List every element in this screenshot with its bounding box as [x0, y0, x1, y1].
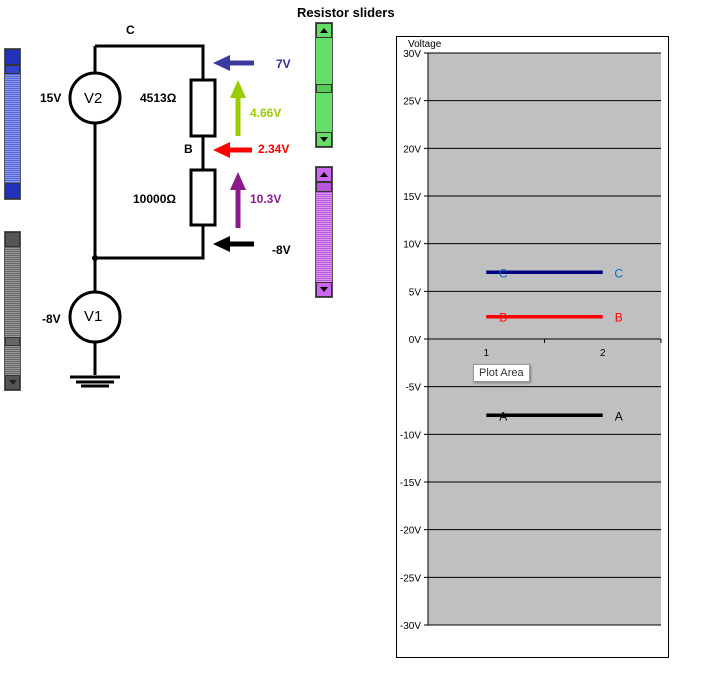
chart-y-axis-title: Voltage — [408, 39, 442, 50]
series-point-label: B — [499, 311, 507, 325]
r2-slider-thumb[interactable] — [316, 182, 332, 192]
resistor-r1 — [189, 78, 217, 138]
y-tick-label: 25V — [403, 97, 421, 108]
v1-slider-down-button[interactable] — [5, 375, 20, 390]
ground-icon — [70, 375, 120, 388]
y-tick-label: 10V — [403, 240, 421, 251]
node-c-label: C — [126, 23, 135, 37]
v1-slider-down-arrow-icon — [8, 380, 17, 385]
v1-slider[interactable] — [4, 231, 21, 391]
v1-name: V1 — [84, 308, 103, 325]
r2-slider[interactable] — [315, 166, 333, 298]
node-b-arrow-icon — [213, 142, 252, 158]
node-c-voltage: 7V — [276, 57, 291, 71]
series-point-label: A — [499, 409, 507, 423]
r2-drop-voltage: 10.3V — [250, 192, 282, 206]
r1-drop-voltage: 4.66V — [250, 106, 282, 120]
r2-slider-down-button[interactable] — [316, 282, 332, 297]
y-tick-label: -10V — [400, 430, 421, 441]
node-b-label: B — [184, 142, 193, 156]
y-tick-label: 5V — [409, 287, 422, 298]
wire-top — [95, 44, 205, 80]
y-tick-label: 15V — [403, 192, 421, 203]
series-end-label: C — [614, 266, 623, 280]
r1-drop-arrow-icon — [230, 80, 246, 136]
r1-slider-down-button[interactable] — [316, 132, 332, 147]
series-point-label: C — [499, 266, 508, 280]
junction-dot — [92, 255, 98, 261]
resistor-r2 — [189, 168, 217, 227]
r2-value: 10000Ω — [133, 192, 176, 206]
node-a-arrow-icon — [213, 236, 254, 252]
r1-slider-up-arrow-icon — [320, 28, 328, 33]
series-end-label: B — [615, 311, 623, 325]
plot-area-tooltip: Plot Area — [473, 364, 530, 382]
y-tick-label: -15V — [400, 478, 421, 489]
v1-slider-up-button[interactable] — [5, 232, 20, 247]
r1-slider-up-button[interactable] — [316, 23, 332, 38]
r2-drop-arrow-icon — [230, 172, 246, 228]
resistor-sliders-title: Resistor sliders — [297, 5, 395, 20]
v1-slider-thumb[interactable] — [5, 337, 20, 346]
v2-slider[interactable] — [4, 48, 21, 200]
v2-value: 15V — [40, 91, 62, 105]
y-tick-label: -30V — [400, 621, 421, 632]
r1-value: 4513Ω — [140, 91, 177, 105]
v2-slider-down-button[interactable] — [5, 183, 20, 199]
v1-value: -8V — [42, 312, 61, 326]
r1-slider-thumb[interactable] — [316, 84, 332, 93]
v2-slider-up-button[interactable] — [5, 49, 20, 65]
x-tick-label: 1 — [483, 348, 489, 359]
node-c-arrow-icon — [213, 55, 254, 71]
r2-slider-down-arrow-icon — [320, 287, 328, 292]
v2-name: V2 — [84, 90, 103, 107]
voltage-source-v2 — [68, 71, 122, 125]
voltage-chart[interactable]: 30V 25V 20V 15V 10V 5V 0V -5V -10V -15V -20V -25V -3… — [396, 36, 670, 659]
node-b-voltage: 2.34V — [258, 142, 290, 156]
r1-slider[interactable] — [315, 22, 333, 148]
v2-slider-thumb[interactable] — [5, 65, 20, 74]
circuit-diagram — [68, 44, 254, 388]
y-tick-label: -25V — [400, 573, 421, 584]
y-tick-label: -5V — [405, 383, 421, 394]
voltage-source-v1 — [68, 290, 122, 344]
r1-slider-down-arrow-icon — [320, 137, 328, 142]
y-tick-label: 20V — [403, 144, 421, 155]
x-tick-label: 2 — [600, 348, 606, 359]
y-tick-label: -20V — [400, 526, 421, 537]
r2-slider-up-arrow-icon — [320, 172, 328, 177]
r2-slider-up-button[interactable] — [316, 167, 332, 182]
y-tick-label: 30V — [403, 49, 421, 60]
node-a-voltage: -8V — [272, 243, 291, 257]
y-tick-label: 0V — [409, 335, 422, 346]
series-end-label: A — [615, 409, 623, 423]
wire-bottom — [95, 225, 205, 260]
